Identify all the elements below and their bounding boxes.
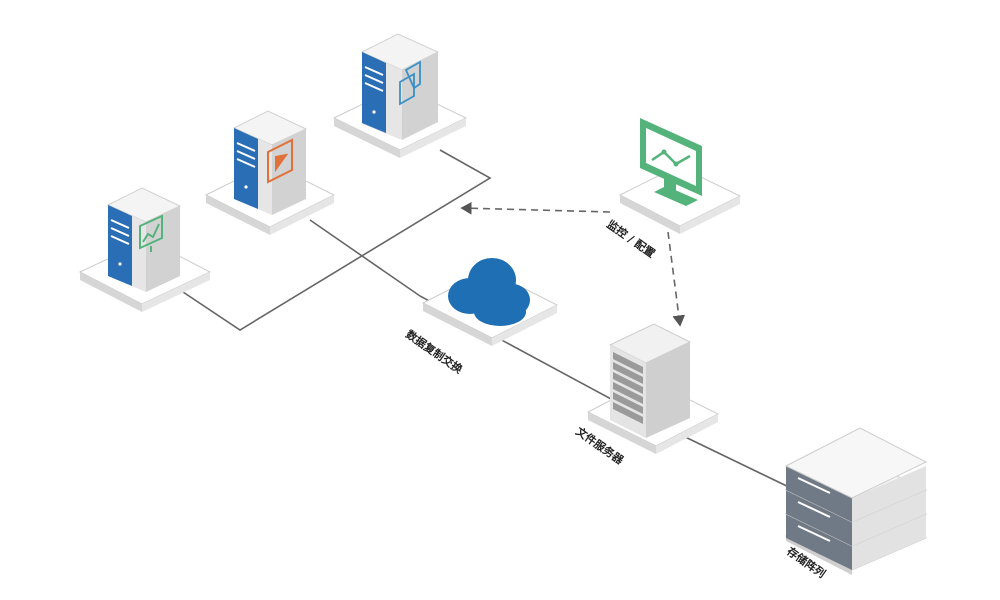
chart-icon: [139, 214, 163, 252]
rack-server-icon: [613, 352, 643, 424]
cloud-node: [421, 258, 559, 346]
documents-icon: [399, 60, 421, 106]
monitor-arrow-left: [460, 201, 611, 215]
server-chart: [78, 187, 212, 312]
line-chart-icon: [640, 118, 702, 206]
monitor-arrow-down: [667, 231, 686, 327]
connection-cloud-to-fileserver: [309, 219, 796, 491]
cloud-icon: [448, 258, 530, 326]
server-documents: [332, 33, 468, 158]
video-icon: [267, 138, 293, 184]
file-server: [586, 323, 720, 454]
storage-array: [784, 427, 928, 575]
connections: [179, 149, 796, 491]
server-video: [204, 110, 336, 235]
connection-left-loop: [179, 149, 492, 331]
storage-array-icon: [784, 427, 928, 575]
cloud-label: 数据复制交换: [403, 327, 466, 377]
monitor-label: 监控 / 配置: [604, 217, 658, 260]
monitor-station: [618, 118, 742, 234]
